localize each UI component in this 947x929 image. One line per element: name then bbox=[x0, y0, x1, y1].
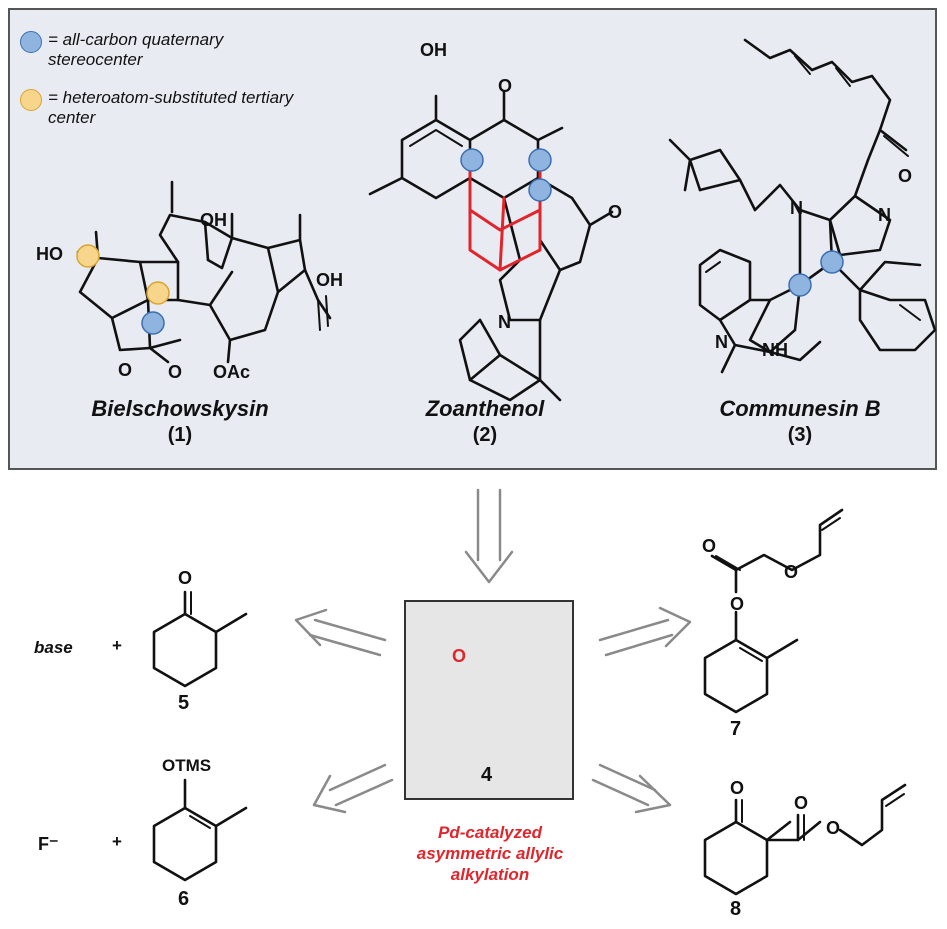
bielschowskysin-name: Bielschowskysin bbox=[91, 396, 269, 421]
atom-label-o: O bbox=[794, 793, 809, 813]
plus-sign: + bbox=[112, 832, 122, 851]
legend-quaternary: = all-carbon quaternary stereocenter bbox=[20, 30, 318, 70]
tertiary-center-marker bbox=[146, 281, 170, 305]
compound-4-number: 4 bbox=[481, 764, 493, 786]
atom-label-otms: OTMS bbox=[162, 756, 212, 775]
quaternary-center-marker bbox=[141, 311, 165, 335]
atom-label-n: N bbox=[878, 205, 891, 225]
zoanthenol-structure bbox=[368, 90, 614, 402]
atom-label-o: O bbox=[178, 568, 193, 588]
atom-label-o: O bbox=[702, 536, 717, 556]
quaternary-center-marker bbox=[528, 178, 552, 202]
quaternary-center-marker bbox=[460, 148, 484, 172]
retro-arrow-to-7 bbox=[598, 606, 692, 657]
quaternary-center-marker bbox=[788, 273, 812, 297]
quaternary-center-marker bbox=[528, 148, 552, 172]
compound-7-number: 7 bbox=[730, 718, 742, 740]
atom-label-o: O bbox=[168, 362, 183, 382]
quaternary-center-marker bbox=[820, 250, 844, 274]
plus-sign: + bbox=[112, 636, 122, 655]
caption-line-2: asymmetric allylic bbox=[416, 844, 564, 863]
bielschowskysin-number: (1) bbox=[167, 424, 193, 446]
atom-label-o: O bbox=[898, 166, 913, 186]
atom-label-o: O bbox=[452, 646, 467, 666]
compound-5-structure bbox=[152, 590, 248, 688]
zoanthenol-red-rings bbox=[468, 158, 542, 272]
bielschowskysin-structure bbox=[76, 180, 332, 364]
reaction-caption: Pd-catalyzed asymmetric allylic alkylati… bbox=[370, 822, 610, 885]
yellow-circle-icon bbox=[20, 89, 42, 111]
atom-label-o: O bbox=[608, 202, 623, 222]
reagent-fluoride: F⁻ bbox=[38, 834, 59, 854]
atom-label-oh: OH bbox=[200, 210, 227, 230]
retro-arrow-to-5 bbox=[294, 608, 387, 657]
legend-tertiary-text: = heteroatom-substituted tertiary center bbox=[48, 88, 294, 127]
atom-label-o: O bbox=[784, 562, 799, 582]
atom-label-ho: HO bbox=[36, 244, 63, 264]
atom-label-n: N bbox=[715, 332, 728, 352]
compound-8-structure bbox=[703, 783, 907, 896]
retro-arrow-to-6 bbox=[312, 763, 394, 814]
caption-line-1: Pd-catalyzed bbox=[438, 823, 542, 842]
atom-label-o: O bbox=[498, 76, 513, 96]
reagent-base: base bbox=[34, 638, 73, 657]
compound-8-number: 8 bbox=[730, 898, 742, 920]
communesin-number: (3) bbox=[787, 424, 813, 446]
atom-label-oh: OH bbox=[420, 40, 447, 60]
compound-6-number: 6 bbox=[178, 888, 190, 910]
compound-7-structure bbox=[703, 508, 844, 714]
atom-label-n: N bbox=[498, 312, 511, 332]
atom-label-n: N bbox=[790, 198, 803, 218]
atom-label-oh: OH bbox=[316, 270, 343, 290]
atom-label-o: O bbox=[118, 360, 133, 380]
atom-label-oac: OAc bbox=[213, 362, 251, 382]
atom-label-o: O bbox=[826, 818, 841, 838]
legend-tertiary: = heteroatom-substituted tertiary center bbox=[20, 88, 318, 128]
zoanthenol-name: Zoanthenol bbox=[425, 396, 545, 421]
caption-line-3: alkylation bbox=[450, 865, 530, 884]
zoanthenol-number: (2) bbox=[472, 424, 498, 446]
retro-arrow-down bbox=[464, 488, 514, 584]
atom-label-o: O bbox=[730, 778, 745, 798]
atom-label-o: O bbox=[730, 594, 745, 614]
atom-label-nh: NH bbox=[762, 340, 788, 360]
legend-quaternary-text: = all-carbon quaternary stereocenter bbox=[48, 30, 224, 69]
compound-6-structure bbox=[152, 778, 248, 882]
communesin-name: Communesin B bbox=[719, 396, 881, 421]
tertiary-center-marker bbox=[76, 244, 100, 268]
compound-5-number: 5 bbox=[178, 692, 190, 714]
target-compound-box bbox=[404, 600, 574, 800]
blue-circle-icon bbox=[20, 31, 42, 53]
retro-arrow-to-8 bbox=[591, 763, 672, 814]
